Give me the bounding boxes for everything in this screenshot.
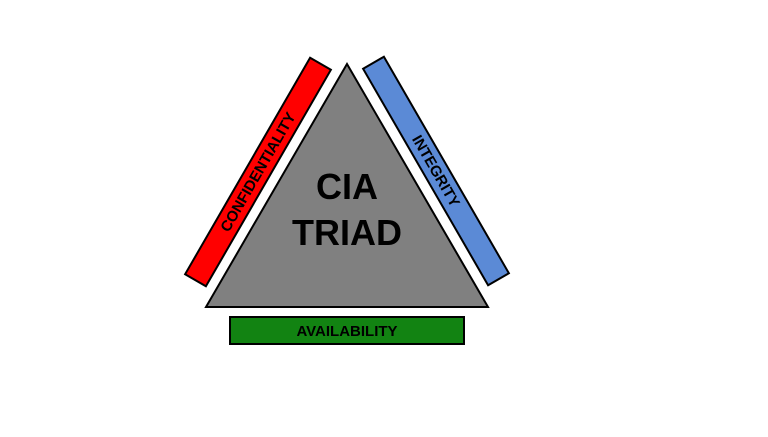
- central-triangle: [204, 62, 490, 308]
- availability-label: AVAILABILITY: [296, 323, 397, 340]
- center-label-line2: TRIAD: [292, 212, 402, 253]
- center-label-line1: CIA: [316, 166, 378, 207]
- confidentiality-bar-rect: [183, 56, 333, 288]
- availability-bar-rect: [229, 316, 465, 345]
- integrity-bar-rect: [361, 55, 511, 287]
- availability-bar: AVAILABILITY: [229, 316, 465, 345]
